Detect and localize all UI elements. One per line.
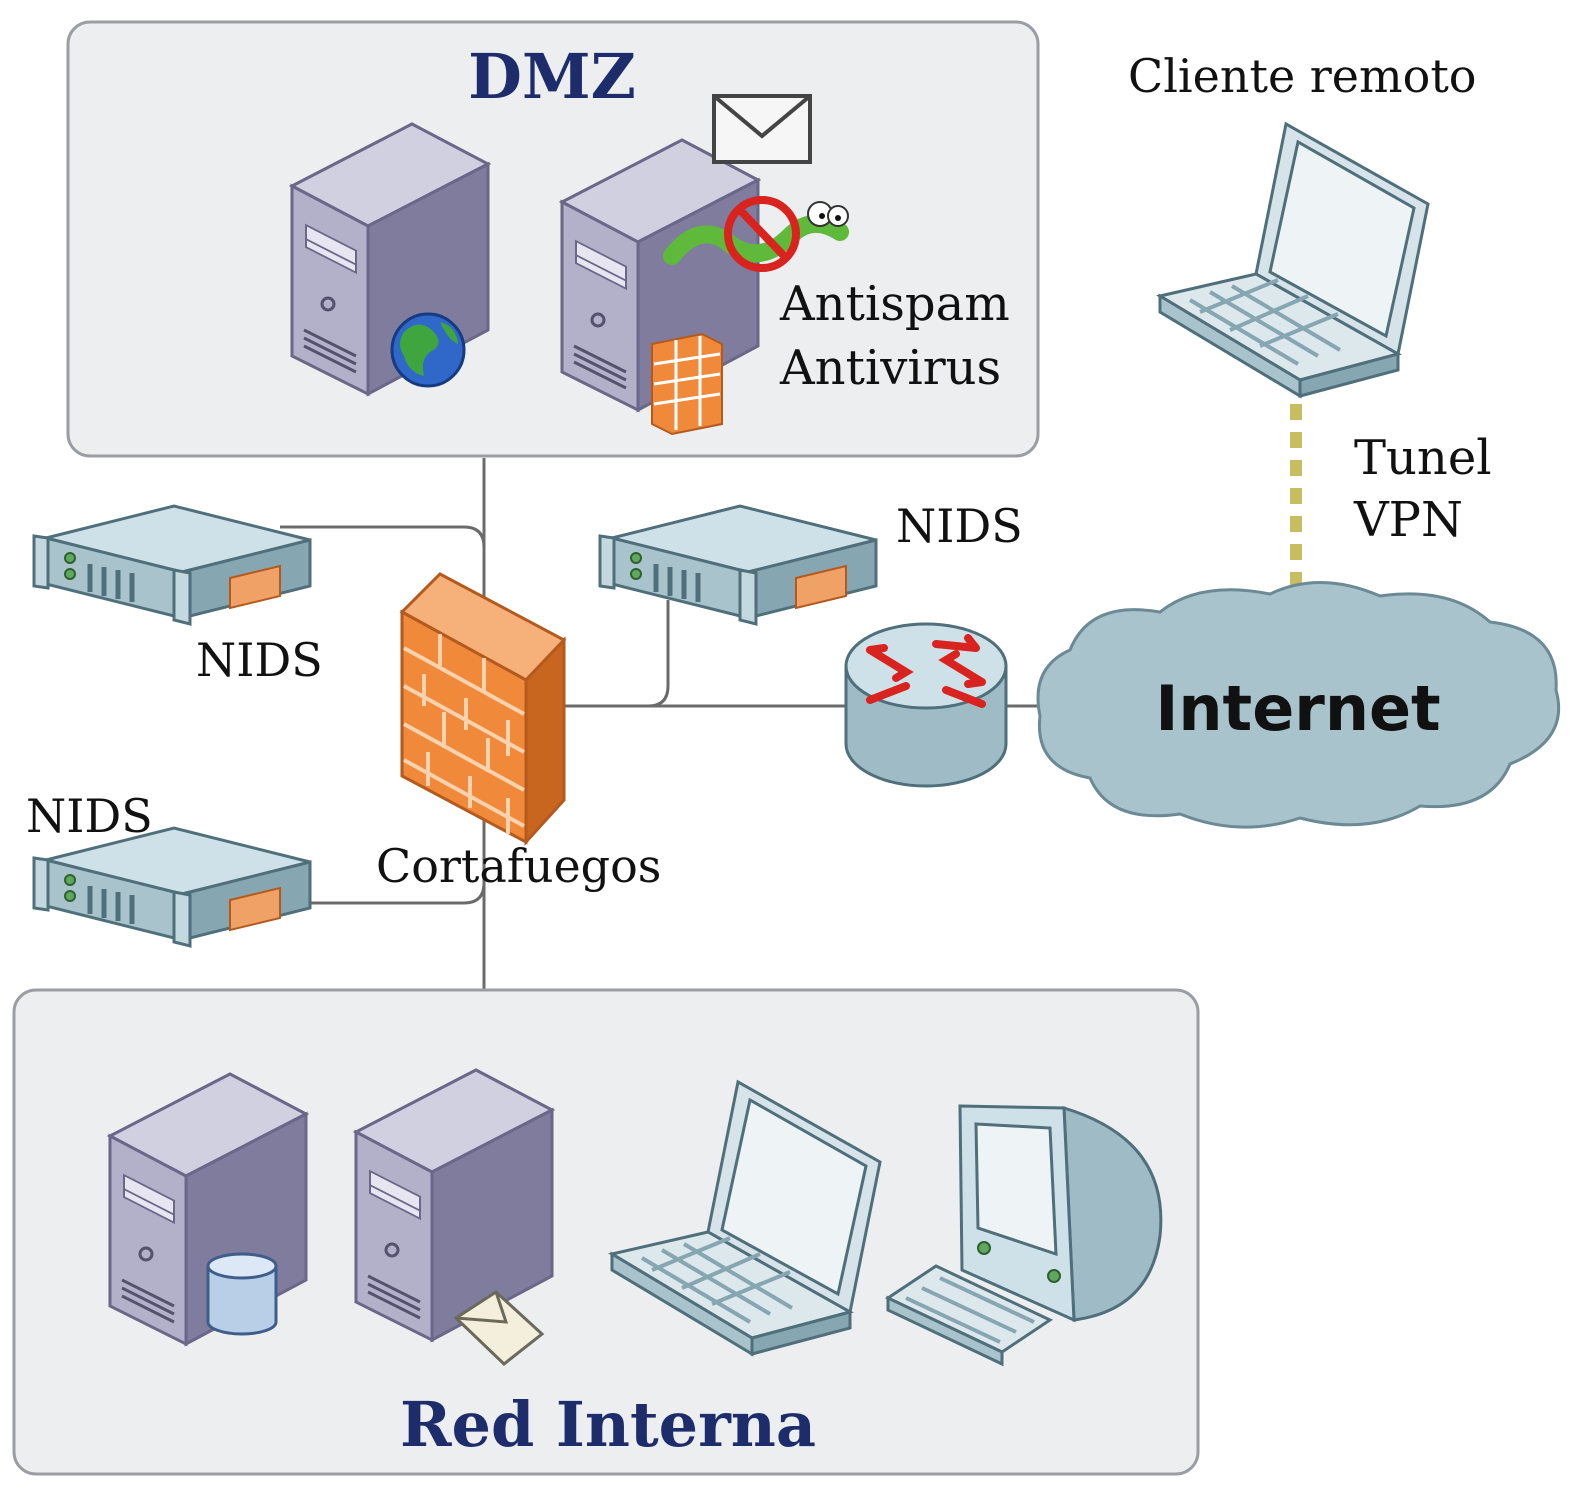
mini-firewall-icon [651,332,723,436]
globe-icon [390,312,466,388]
nids-bottom-left-link [280,882,486,905]
nids-left-top-label: NIDS [196,633,323,687]
dmz-title: DMZ [468,40,636,113]
internet-label: Internet [1155,672,1440,745]
vpn-label-line2: VPN [1353,492,1463,548]
no-symbol-icon [724,196,800,272]
router-icon [844,622,1008,788]
database-icon [206,1252,278,1336]
firewall-label: Cortafuegos [376,839,661,893]
laptop-icon [1158,122,1430,398]
remote-client-group: Cliente remoto Tunel VPN [1128,49,1492,590]
cloud-icon: Internet [1036,581,1561,829]
nids-right-link [647,600,670,708]
envelope-icon [453,1290,545,1366]
worm-icon [663,201,849,265]
vpn-label-line1: Tunel [1354,430,1492,486]
firewall-icon [399,572,567,846]
antivirus-label: Antivirus [779,340,1001,396]
nids-left-bottom-label: NIDS [26,789,153,843]
envelope-icon [712,94,812,164]
nids-appliance-icon [34,506,310,624]
nids-appliance-icon [600,506,876,624]
nids-right-label: NIDS [896,499,1023,553]
remote-client-label: Cliente remoto [1128,49,1477,103]
desktop-icon [884,1104,1163,1367]
antispam-label: Antispam [779,276,1010,332]
internal-zone: Red Interna [12,988,1200,1476]
internal-title: Red Interna [400,1388,816,1461]
dmz-zone: DMZ Antispam Antivirus [66,20,1040,458]
nids-top-left-link [280,525,486,548]
nids-appliance-icon [34,828,310,946]
